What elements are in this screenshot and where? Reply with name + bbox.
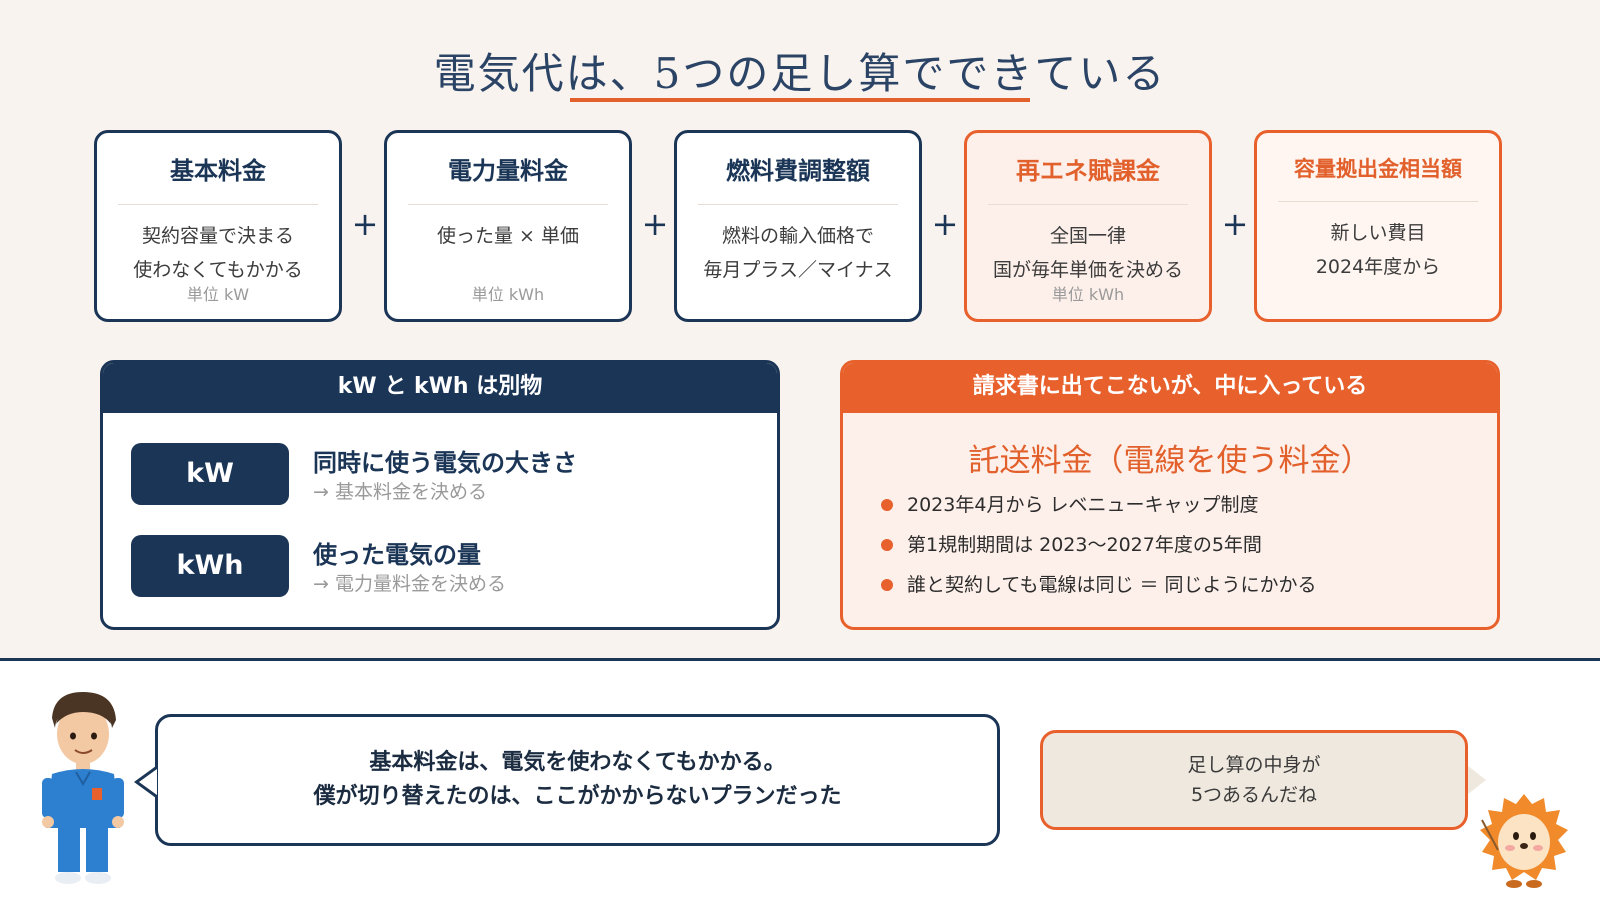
speech-tail-inner bbox=[139, 769, 157, 795]
card-unit: 単位 kWh bbox=[471, 285, 545, 304]
card-separator bbox=[1278, 201, 1478, 202]
note-tail bbox=[1468, 766, 1486, 794]
kw-subtitle: → 基本料金を決める bbox=[313, 481, 487, 503]
card-renewable-levy: 再エネ賦課金 全国一律 国が毎年単価を決める 単位 kWh bbox=[964, 130, 1212, 322]
card-line: 使わなくてもかかる bbox=[133, 259, 303, 281]
card-unit: 単位 kW bbox=[186, 285, 250, 304]
note-line: 5つあるんだね bbox=[1190, 784, 1318, 806]
bullet-item: 2023年4月から レベニューキャップ制度 bbox=[881, 490, 1258, 517]
card-line: 2024年度から bbox=[1315, 256, 1441, 278]
bullet-dot-icon bbox=[881, 578, 893, 591]
card-title: 電力量料金 bbox=[448, 157, 568, 185]
speech-line: 僕が切り替えたのは、ここがかからないプランだった bbox=[313, 784, 842, 809]
kwh-subtitle: → 電力量料金を決める bbox=[313, 573, 506, 595]
card-fuel-adjustment: 燃料費調整額 燃料の輸入価格で 毎月プラス／マイナス bbox=[674, 130, 922, 322]
card-line: 国が毎年単価を決める bbox=[992, 259, 1183, 281]
card-separator bbox=[698, 204, 898, 205]
speech-bubble: 基本料金は、電気を使わなくてもかかる。 僕が切り替えたのは、ここがかからないプラ… bbox=[155, 714, 1000, 846]
section-divider bbox=[0, 658, 1600, 661]
card-title: 基本料金 bbox=[170, 157, 266, 185]
plus-sign: + bbox=[1221, 205, 1249, 243]
page-title: 電気代は、5つの足し算でできている bbox=[433, 49, 1167, 98]
hidden-charge-panel: 請求書に出てこないが、中に入っている 託送料金（電線を使う料金） 2023年4月… bbox=[840, 360, 1500, 630]
kw-title: 同時に使う電気の大きさ bbox=[313, 449, 577, 477]
card-separator bbox=[408, 204, 608, 205]
card-capacity-contribution: 容量拠出金相当額 新しい費目 2024年度から bbox=[1254, 130, 1502, 322]
note-line: 足し算の中身が bbox=[1187, 754, 1321, 776]
card-line: 新しい費目 bbox=[1330, 222, 1426, 244]
bullet-dot-icon bbox=[881, 498, 893, 511]
bullet-item: 誰と契約しても電線は同じ ＝ 同じようにかかる bbox=[881, 570, 1317, 597]
units-panel: kW と kWh は別物 kW 同時に使う電気の大きさ → 基本料金を決める k… bbox=[100, 360, 780, 630]
card-title: 再エネ賦課金 bbox=[1016, 157, 1160, 185]
doctor-avatar-icon bbox=[42, 692, 124, 884]
card-energy-charge: 電力量料金 使った量 × 単価 単位 kWh bbox=[384, 130, 632, 322]
plus-sign: + bbox=[641, 205, 669, 243]
note-bubble: 足し算の中身が 5つあるんだね bbox=[1040, 730, 1468, 830]
card-line: 毎月プラス／マイナス bbox=[703, 259, 893, 281]
card-separator bbox=[118, 204, 318, 205]
hidden-charge-header: 請求書に出てこないが、中に入っている bbox=[843, 363, 1497, 413]
kwh-badge: kWh bbox=[131, 535, 289, 597]
bullet-text: 第1規制期間は 2023〜2027年度の5年間 bbox=[907, 534, 1262, 556]
bullet-text: 2023年4月から レベニューキャップ制度 bbox=[907, 494, 1259, 516]
card-line: 使った量 × 単価 bbox=[437, 225, 579, 247]
wheeling-charge-title: 託送料金（電線を使う料金） bbox=[968, 443, 1372, 479]
card-line: 燃料の輸入価格で bbox=[721, 225, 874, 247]
kw-badge: kW bbox=[131, 443, 289, 505]
card-line: 契約容量で決まる bbox=[141, 225, 294, 247]
plus-sign: + bbox=[931, 205, 959, 243]
hedgehog-icon bbox=[1480, 794, 1568, 888]
plus-sign: + bbox=[351, 205, 379, 243]
units-panel-header: kW と kWh は別物 bbox=[103, 363, 777, 413]
speech-line: 基本料金は、電気を使わなくてもかかる。 bbox=[369, 750, 786, 775]
bullet-dot-icon bbox=[881, 538, 893, 551]
bullet-item: 第1規制期間は 2023〜2027年度の5年間 bbox=[881, 530, 1262, 557]
bullet-text: 誰と契約しても電線は同じ ＝ 同じようにかかる bbox=[907, 574, 1317, 596]
title-underline bbox=[570, 98, 1030, 102]
card-line: 全国一律 bbox=[1049, 225, 1126, 247]
card-title: 容量拠出金相当額 bbox=[1294, 157, 1462, 181]
card-separator bbox=[988, 204, 1188, 205]
card-title: 燃料費調整額 bbox=[726, 157, 870, 185]
card-unit: 単位 kWh bbox=[1051, 285, 1125, 304]
kwh-title: 使った電気の量 bbox=[313, 541, 481, 569]
card-basic-charge: 基本料金 契約容量で決まる 使わなくてもかかる 単位 kW bbox=[94, 130, 342, 322]
